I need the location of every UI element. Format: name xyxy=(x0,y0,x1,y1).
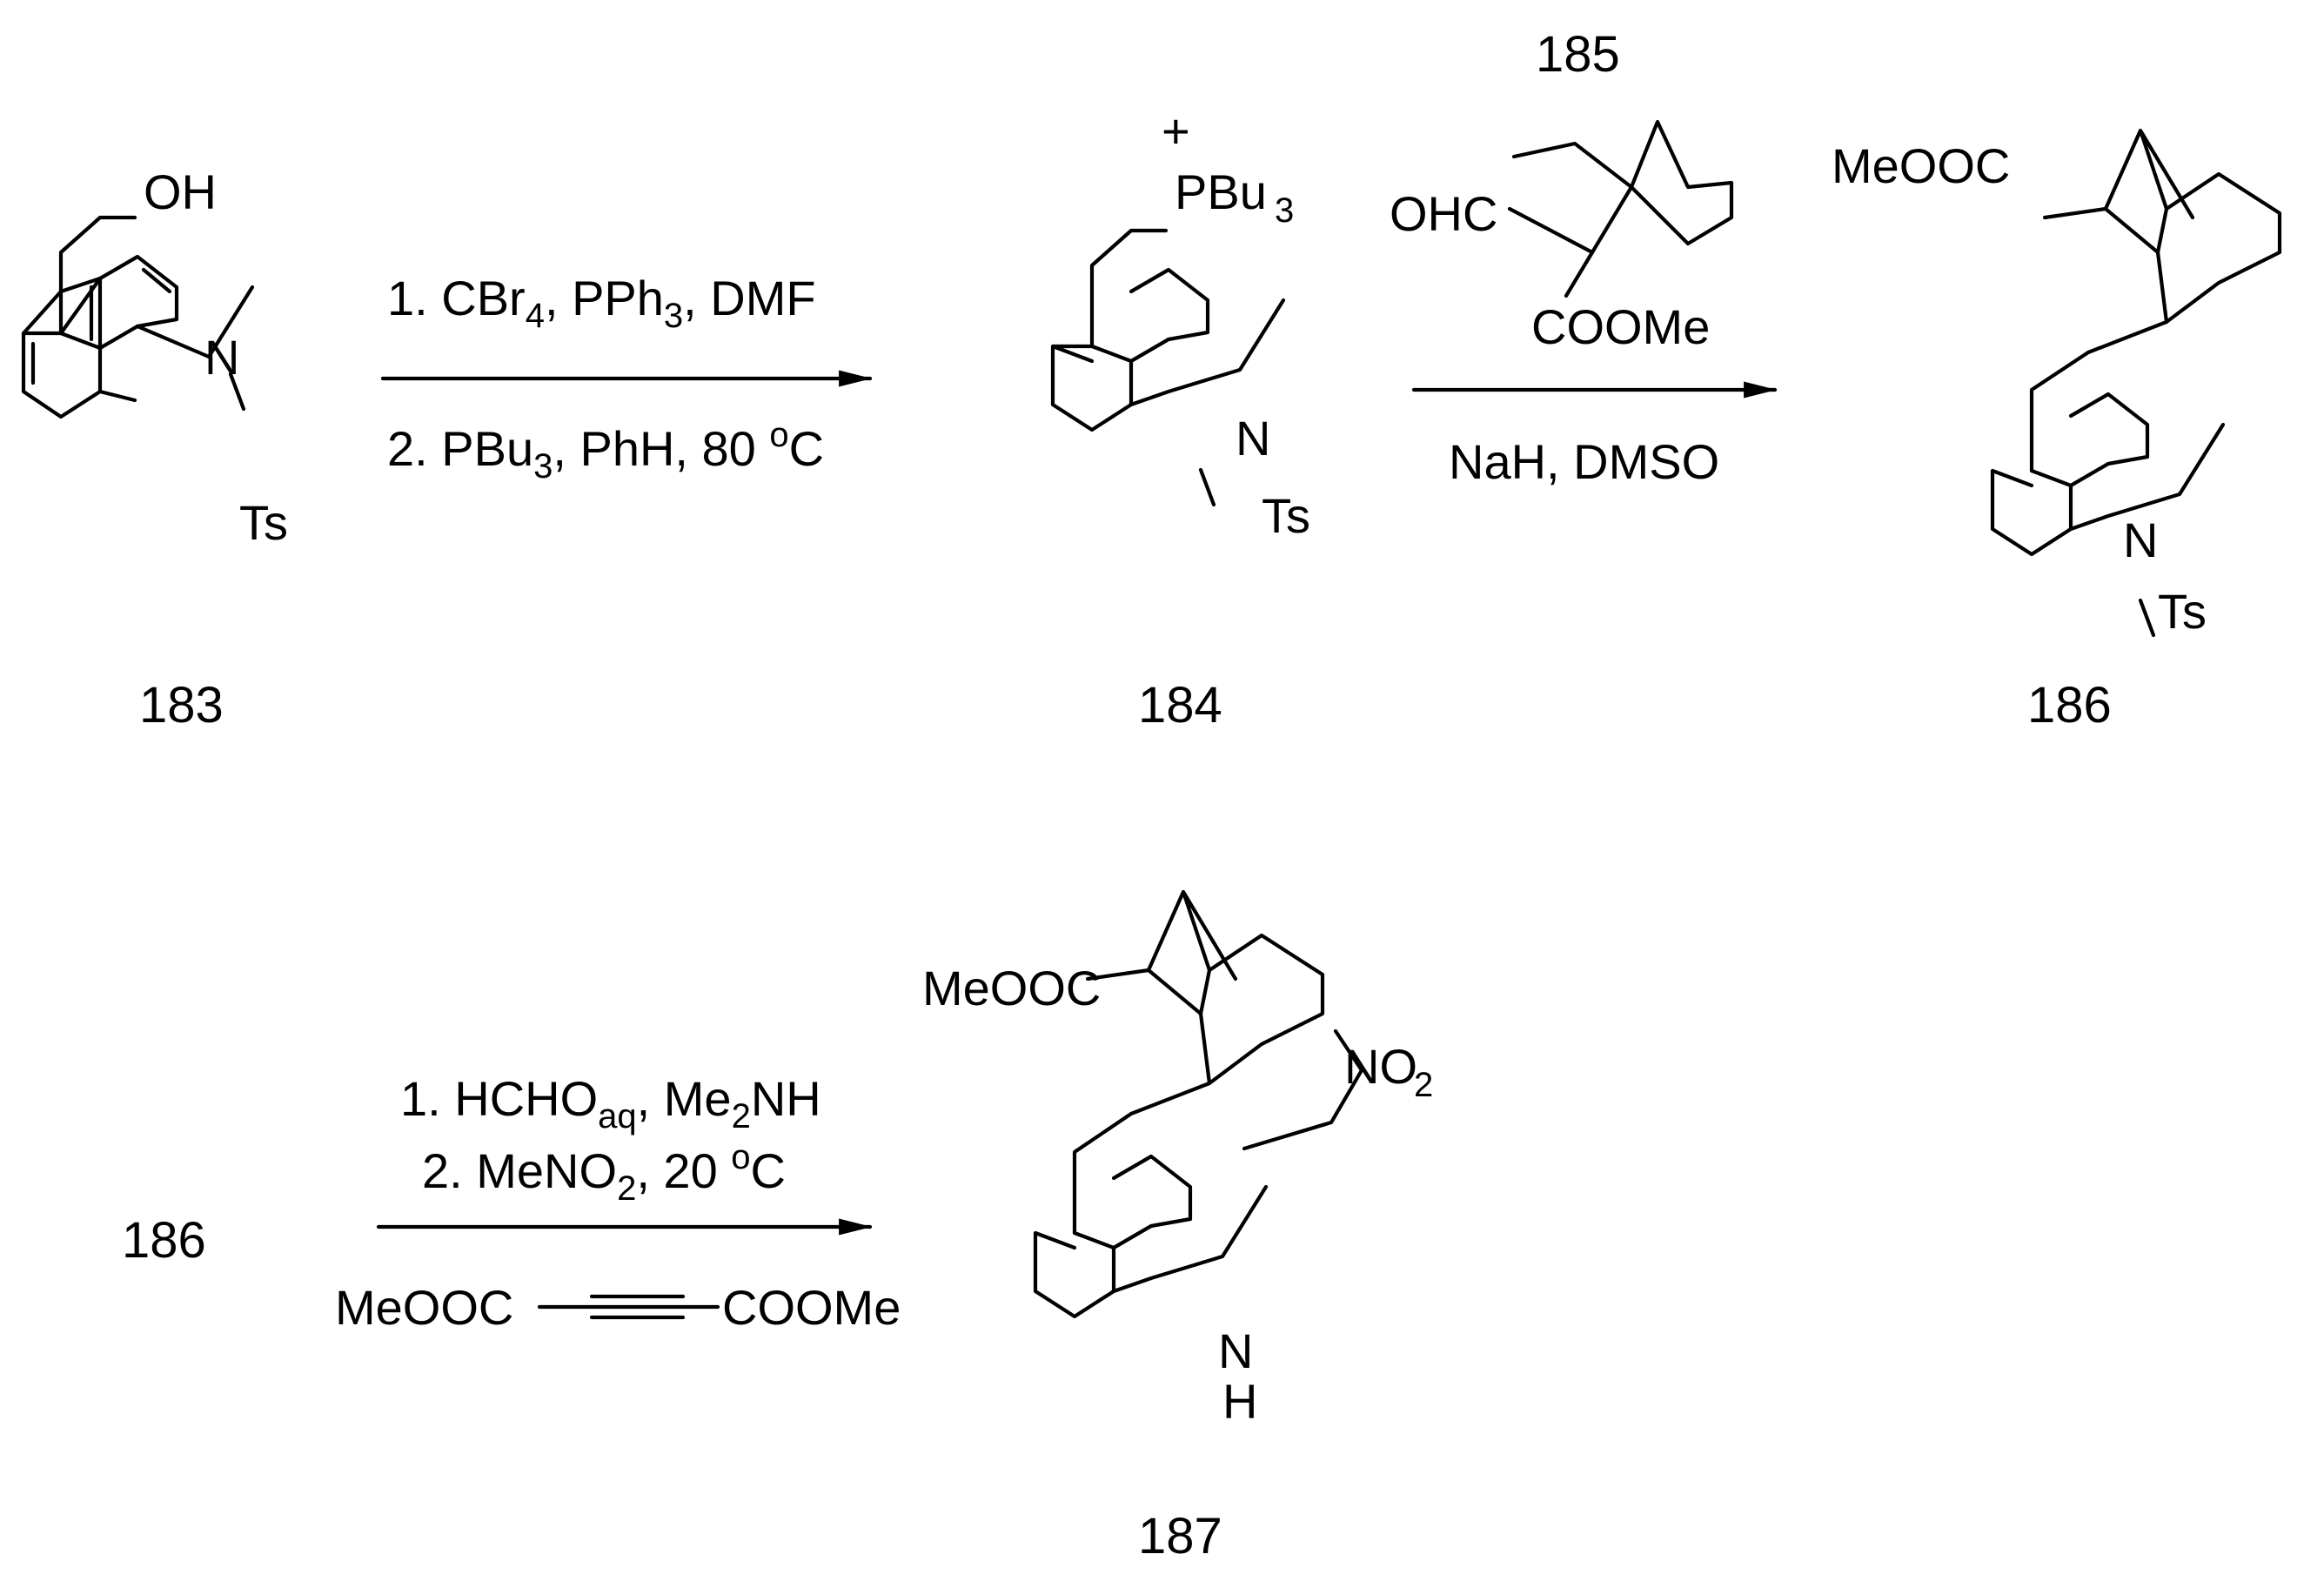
compound-number-185: 185 xyxy=(1536,26,1620,83)
step1-condition-line2: 2. PBu3, PhH, 80 oC xyxy=(387,416,824,486)
label-186-n: N xyxy=(2123,512,2158,567)
label-186-ts: Ts xyxy=(2158,584,2207,639)
label-184-p-sub: 3 xyxy=(1275,191,1294,230)
label-184-charge: + xyxy=(1162,104,1190,158)
compound-number-184: 184 xyxy=(1138,677,1222,734)
step3-starting-compound: 186 xyxy=(122,1212,206,1269)
label-183-n: N xyxy=(204,330,239,385)
label-187-h: H xyxy=(1222,1374,1257,1429)
label-187-meooc: MeOOC xyxy=(922,961,1101,1015)
label-184-p: PBu xyxy=(1175,164,1267,219)
step3-condition-line2: 2. MeNO2, 20 oC xyxy=(422,1138,786,1208)
compound-185-structure xyxy=(1507,119,1734,298)
step3-reagent-left: MeOOC xyxy=(335,1280,513,1335)
step1-condition-line1: 1. CBr4, PPh3, DMF xyxy=(387,271,816,335)
step3-reagent-right: COOMe xyxy=(722,1280,901,1335)
label-187-no-sub: 2 xyxy=(1414,1066,1433,1104)
label-185-ohc: OHC xyxy=(1390,186,1497,241)
compound-183-structure xyxy=(21,215,255,419)
label-186-meooc: MeOOC xyxy=(1832,138,2010,193)
step2-condition-below: NaH, DMSO xyxy=(1449,434,1719,489)
label-187-no: NO xyxy=(1344,1039,1417,1094)
label-187-n: N xyxy=(1218,1323,1253,1378)
compound-number-183: 183 xyxy=(139,677,224,734)
label-183-oh: OH xyxy=(144,164,217,219)
label-185-coome: COOMe xyxy=(1531,299,1710,354)
compound-186-structure xyxy=(1990,128,2282,638)
alkyne-bond xyxy=(537,1294,720,1320)
compound-184-structure xyxy=(1050,228,1286,507)
label-183-ts: Ts xyxy=(239,495,288,550)
compound-187-structure xyxy=(1033,889,1364,1319)
step3-condition-line1: 1. HCHOaq, Me2NH xyxy=(400,1071,821,1136)
label-184-n: N xyxy=(1236,411,1270,466)
label-184-ts: Ts xyxy=(1262,488,1310,543)
compound-number-187: 187 xyxy=(1138,1508,1222,1564)
compound-number-186: 186 xyxy=(2027,677,2112,734)
